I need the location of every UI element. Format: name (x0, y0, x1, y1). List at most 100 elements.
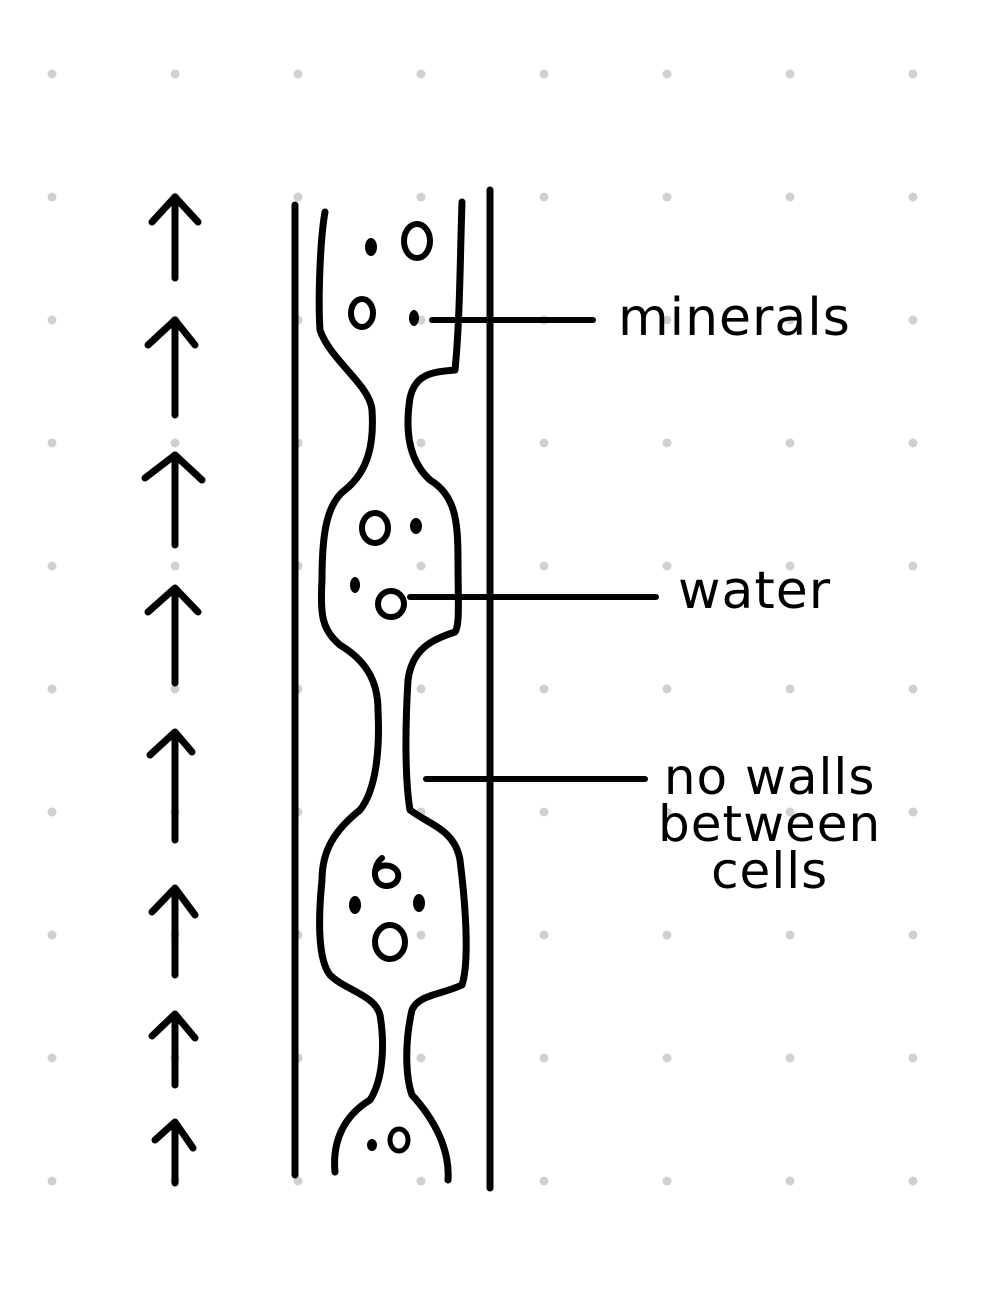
grid-dot (785, 1176, 795, 1186)
grid-dot (170, 561, 180, 571)
grid-dot (47, 315, 57, 325)
grid-dot (785, 315, 795, 325)
label-no-walls-line-2: between (658, 795, 882, 853)
grid-dot (539, 1176, 549, 1186)
mineral-dot-icon (365, 238, 377, 256)
grid-dot (908, 1176, 918, 1186)
grid-dot (662, 930, 672, 940)
grid-dot (47, 192, 57, 202)
grid-dot (662, 1053, 672, 1063)
grid-dot (539, 684, 549, 694)
grid-dot (662, 1176, 672, 1186)
grid-dot (908, 315, 918, 325)
up-arrow-icon (144, 584, 202, 687)
grid-dot (416, 930, 426, 940)
label-no-walls-between-cells: no walls between cells (658, 748, 882, 900)
mineral-dot-icon (413, 894, 425, 912)
grid-dot (662, 315, 672, 325)
grid-dot (539, 930, 549, 940)
up-arrow-icon (151, 1118, 197, 1187)
leader-lines (407, 317, 659, 782)
grid-dot (662, 561, 672, 571)
water-molecule-icon (401, 221, 433, 261)
grid-dot (539, 561, 549, 571)
grid-dot (785, 438, 795, 448)
label-no-walls-line-3: cells (711, 842, 829, 900)
cell-contents (348, 221, 433, 1154)
grid-dot (539, 807, 549, 817)
grid-dot (170, 438, 180, 448)
grid-dot (785, 807, 795, 817)
up-arrow-icon (148, 1010, 199, 1089)
grid-dot (908, 192, 918, 202)
grid-dot (662, 438, 672, 448)
grid-dot (47, 930, 57, 940)
mineral-dot-icon (410, 518, 422, 534)
grid-dot (47, 69, 57, 79)
label-no-walls-line-1: no walls (663, 748, 876, 806)
grid-dot (785, 930, 795, 940)
grid-dot (539, 192, 549, 202)
grid-dot (47, 1053, 57, 1063)
grid-dot (539, 438, 549, 448)
water-molecule-icon (372, 855, 402, 889)
water-molecule-icon (348, 296, 376, 330)
grid-dot (785, 1053, 795, 1063)
grid-dot (785, 69, 795, 79)
water-molecule-icon (372, 922, 408, 962)
grid-dot (170, 69, 180, 79)
grid-dot (908, 561, 918, 571)
grid-dot (662, 69, 672, 79)
grid-dot (293, 69, 303, 79)
grid-dot (785, 684, 795, 694)
mineral-dot-icon (367, 1139, 377, 1151)
grid-dot (47, 1176, 57, 1186)
water-molecule-icon (359, 510, 391, 546)
grid-dot (293, 1176, 303, 1186)
up-arrow-icon (148, 884, 199, 979)
grid-dot (47, 561, 57, 571)
flow-arrows (141, 193, 206, 1187)
grid-dot (416, 561, 426, 571)
xylem-cells (315, 198, 470, 1184)
water-molecule-icon (375, 588, 407, 620)
grid-dot (416, 1053, 426, 1063)
grid-dot (908, 69, 918, 79)
grid-dot (293, 192, 303, 202)
grid-dot (662, 807, 672, 817)
cell-outline-left (315, 208, 387, 1176)
up-arrow-icon (148, 193, 202, 282)
grid-dot (662, 192, 672, 202)
grid-dot (416, 438, 426, 448)
up-arrow-icon (141, 451, 206, 549)
grid-dot (908, 807, 918, 817)
mineral-dot-icon (409, 310, 419, 326)
up-arrow-icon (144, 316, 199, 419)
grid-dot (539, 1053, 549, 1063)
grid-dot (47, 684, 57, 694)
grid-dot (416, 684, 426, 694)
label-water: water (678, 561, 832, 621)
grid-dot (908, 684, 918, 694)
grid-dot (785, 561, 795, 571)
grid-dot (539, 69, 549, 79)
grid-dot (908, 438, 918, 448)
grid-dot (785, 192, 795, 202)
grid-dot (908, 930, 918, 940)
label-minerals: minerals (618, 288, 851, 348)
grid-dot (416, 1176, 426, 1186)
mineral-dot-icon (349, 896, 361, 914)
grid-dot (47, 807, 57, 817)
grid-dot (416, 69, 426, 79)
cell-outline-right (402, 198, 470, 1184)
grid-dot (416, 192, 426, 202)
vessel-walls (291, 186, 494, 1192)
grid-dot (662, 684, 672, 694)
grid-dot (47, 438, 57, 448)
grid-dot (908, 1053, 918, 1063)
up-arrow-icon (146, 728, 196, 844)
mineral-dot-icon (350, 577, 360, 593)
grid-dot (170, 684, 180, 694)
